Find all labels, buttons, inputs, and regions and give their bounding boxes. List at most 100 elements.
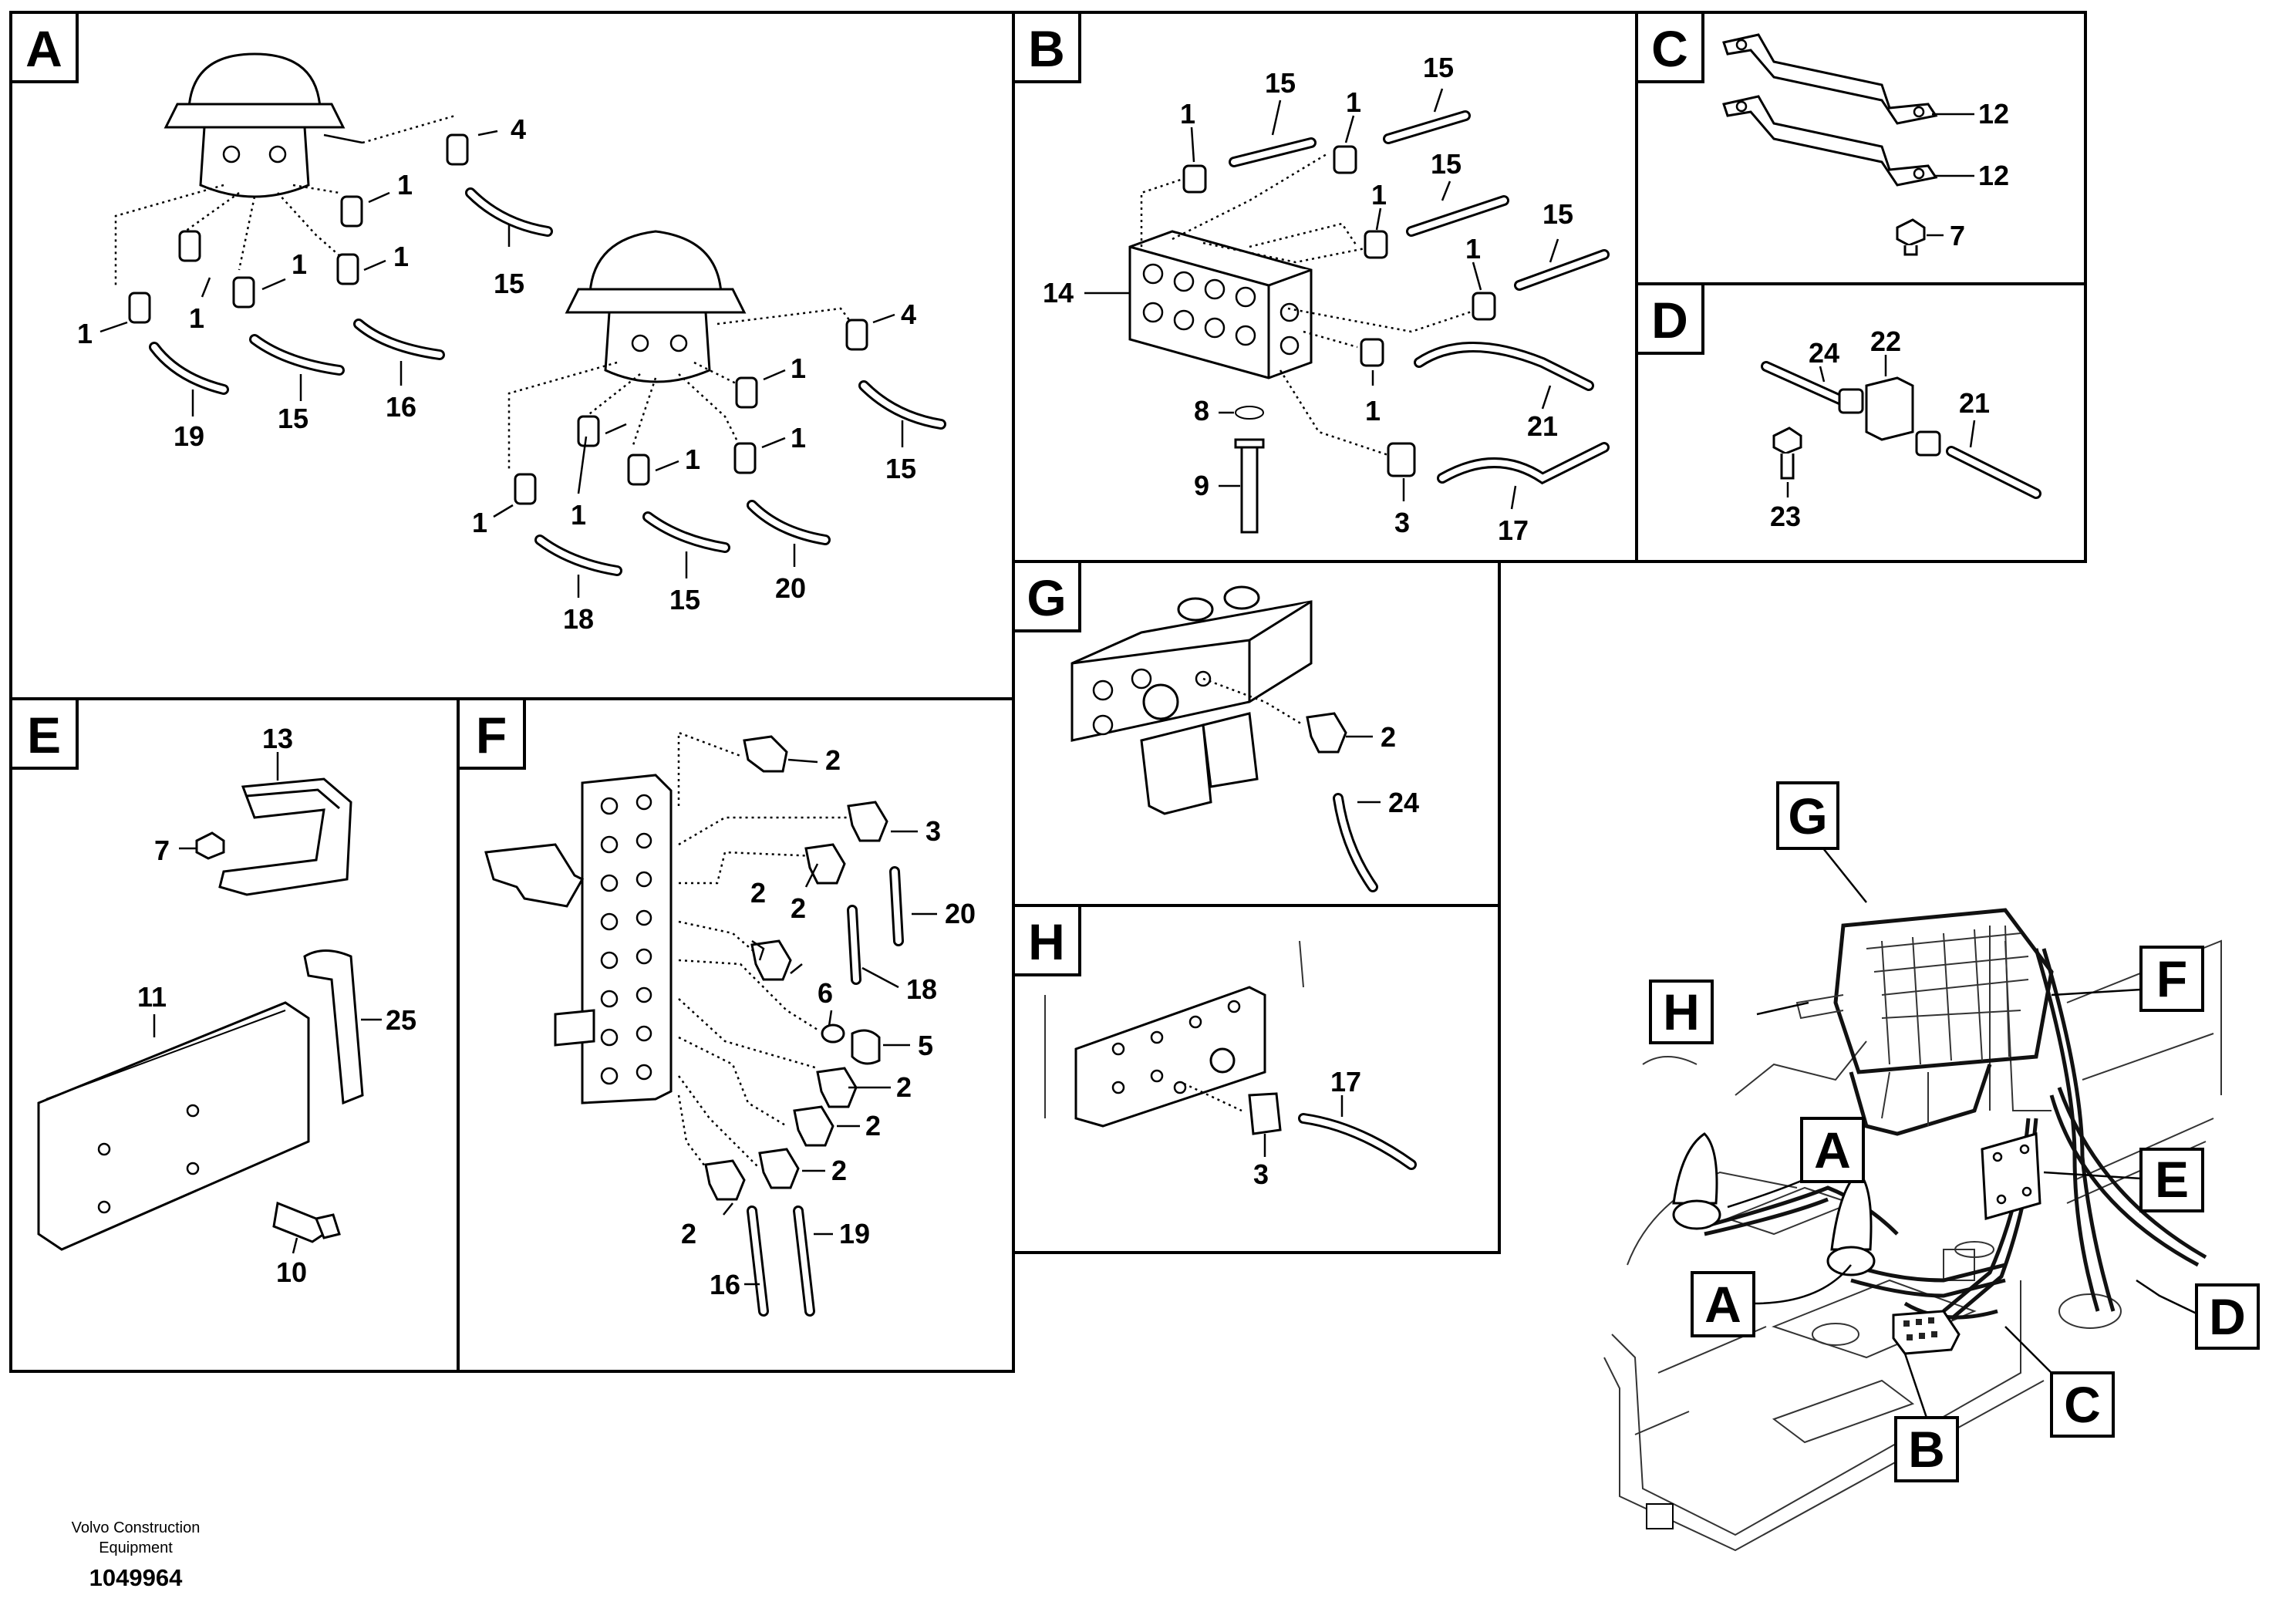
block-ports [600, 794, 652, 1085]
svg-text:2: 2 [750, 877, 766, 909]
svg-text:19: 19 [839, 1218, 870, 1249]
svg-text:1: 1 [1346, 86, 1361, 118]
svg-text:11: 11 [137, 981, 167, 1013]
svg-text:16: 16 [386, 391, 416, 423]
panel-g-illustration [1070, 585, 1381, 892]
svg-text:14: 14 [1043, 277, 1074, 309]
svg-text:7: 7 [1950, 220, 1965, 251]
svg-text:2: 2 [681, 1218, 696, 1249]
svg-text:G: G [1027, 569, 1066, 626]
overview-label-a-upper: A [1800, 1117, 1865, 1183]
svg-text:20: 20 [775, 572, 806, 604]
svg-text:8: 8 [1194, 395, 1209, 427]
svg-text:15: 15 [494, 268, 524, 299]
svg-text:1: 1 [77, 318, 93, 349]
svg-text:C: C [2064, 1376, 2101, 1433]
panel-d-illustration [1761, 355, 2041, 499]
svg-text:2: 2 [896, 1071, 912, 1103]
overview-label-g: G [1776, 781, 1839, 850]
joystick-left-drawing [164, 52, 363, 198]
panel-e-callouts: 13 7 11 25 10 [137, 723, 416, 1288]
svg-text:24: 24 [1809, 337, 1839, 369]
svg-text:1: 1 [685, 443, 700, 475]
svg-text:1: 1 [571, 499, 586, 531]
fitting-group-a [128, 133, 868, 505]
svg-text:1: 1 [189, 302, 204, 334]
panel-c-callouts: 12 12 7 [1950, 98, 2009, 251]
svg-text:1: 1 [1365, 395, 1381, 427]
svg-text:D: D [2209, 1288, 2246, 1345]
panel-g-label: G [1012, 560, 1081, 632]
svg-text:4: 4 [511, 113, 526, 145]
joystick-right-drawing [565, 230, 747, 383]
svg-text:12: 12 [1978, 160, 2009, 191]
svg-text:E: E [2155, 1151, 2189, 1208]
svg-text:18: 18 [563, 603, 594, 635]
svg-text:2: 2 [1381, 721, 1396, 753]
svg-text:A: A [25, 20, 62, 77]
svg-text:F: F [476, 706, 507, 764]
svg-text:H: H [1663, 983, 1700, 1040]
svg-text:C: C [1651, 20, 1688, 77]
panel-a-label: A [9, 11, 79, 83]
overview-label-b: B [1894, 1416, 1959, 1482]
svg-text:13: 13 [262, 723, 293, 754]
svg-text:2: 2 [791, 892, 806, 924]
svg-text:2: 2 [865, 1110, 881, 1141]
svg-text:2: 2 [825, 744, 841, 776]
svg-text:23: 23 [1770, 501, 1801, 532]
panel-e-label: E [9, 697, 79, 770]
svg-text:19: 19 [174, 420, 204, 452]
svg-text:15: 15 [885, 453, 916, 484]
svg-text:B: B [1028, 20, 1065, 77]
svg-text:1: 1 [393, 241, 409, 272]
overview-label-a-lower: A [1691, 1271, 1755, 1337]
svg-text:1: 1 [472, 507, 487, 538]
panel-b-callouts: 1 15 1 15 1 15 1 15 14 8 9 1 3 21 17 1 1… [1043, 52, 1573, 546]
svg-text:1: 1 [292, 248, 307, 280]
svg-text:15: 15 [1431, 148, 1462, 180]
svg-text:7: 7 [154, 835, 170, 866]
panel-c-label: C [1635, 11, 1704, 83]
panel-c-illustration [1722, 33, 1974, 256]
svg-text:17: 17 [1498, 514, 1529, 546]
svg-text:22: 22 [1870, 325, 1901, 357]
svg-text:1: 1 [791, 422, 806, 454]
svg-text:A: A [1814, 1121, 1851, 1179]
svg-text:5: 5 [918, 1030, 933, 1061]
panel-e-illustration [37, 752, 382, 1254]
panel-h-illustration [1044, 940, 1417, 1170]
overview-label-h: H [1649, 980, 1714, 1044]
svg-text:15: 15 [1265, 67, 1296, 99]
overview-label-c: C [2050, 1371, 2115, 1438]
panel-d-callouts: 24 22 21 23 [1770, 325, 1990, 532]
panel-h-callouts: 17 3 [1253, 1066, 1361, 1190]
svg-text:21: 21 [1959, 387, 1990, 419]
svg-text:17: 17 [1330, 1066, 1361, 1098]
hose-group-b [1229, 110, 1610, 485]
svg-text:9: 9 [1194, 470, 1209, 501]
panel-f-label: F [457, 697, 526, 770]
svg-text:3: 3 [1253, 1158, 1269, 1190]
svg-text:3: 3 [1394, 507, 1410, 538]
svg-text:F: F [2156, 950, 2187, 1007]
panel-d-label: D [1635, 282, 1704, 355]
elbow-fittings-f [704, 735, 888, 1201]
hose-group-f [747, 866, 904, 1317]
svg-text:1: 1 [1465, 233, 1481, 265]
svg-text:15: 15 [669, 584, 700, 615]
svg-text:25: 25 [386, 1004, 416, 1036]
overview-labels: G H F A E A D C [1649, 781, 2260, 1482]
overview-label-f: F [2139, 946, 2204, 1012]
svg-text:15: 15 [1542, 198, 1573, 230]
panel-h-frame [1012, 904, 1501, 1254]
hose-group-a [149, 187, 946, 576]
panel-b-illustration [1084, 88, 1610, 534]
panel-a-illustration [99, 52, 946, 598]
svg-text:24: 24 [1388, 787, 1419, 818]
brand-name: Volvo Construction Equipment [71, 1519, 201, 1556]
svg-text:E: E [27, 706, 61, 764]
panel-a-callouts: 4 1 1 1 1 1 15 19 15 16 4 1 1 1 1 1 15 1… [77, 113, 916, 635]
